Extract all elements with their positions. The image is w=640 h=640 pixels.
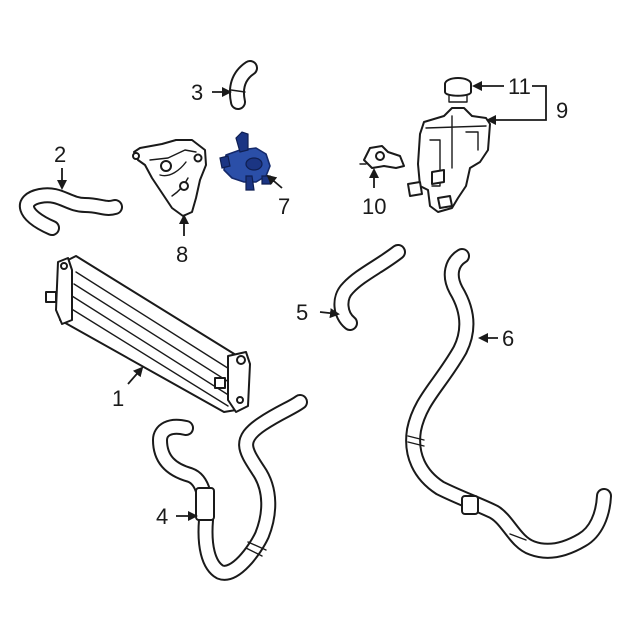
callout-8: 8 [176,242,188,267]
callout-labels: 1 2 3 4 5 6 7 8 9 10 11 [54,74,568,529]
callout-1: 1 [112,386,124,411]
callout-7: 7 [278,194,290,219]
part-11-cap[interactable] [444,77,472,103]
part-9-reservoir[interactable] [407,107,491,213]
callout-4: 4 [156,504,168,529]
part-10-bracket[interactable] [359,145,405,169]
part-3-hose[interactable] [228,60,258,110]
callout-3: 3 [191,80,203,105]
part-7-water-pump[interactable] [219,131,271,191]
part-8-bracket[interactable] [132,139,207,217]
part-5-hose[interactable] [333,244,406,331]
part-1-radiator[interactable] [45,255,251,413]
callout-5: 5 [296,300,308,325]
callout-2: 2 [54,142,66,167]
callout-11: 11 [508,74,531,99]
callout-6: 6 [502,326,514,351]
callout-10: 10 [362,194,386,219]
part-4-hose[interactable] [152,394,308,581]
part-6-hose[interactable] [405,248,612,559]
part-2-hose[interactable] [19,187,123,236]
callout-9: 9 [556,98,568,123]
leader-lines [57,81,547,521]
